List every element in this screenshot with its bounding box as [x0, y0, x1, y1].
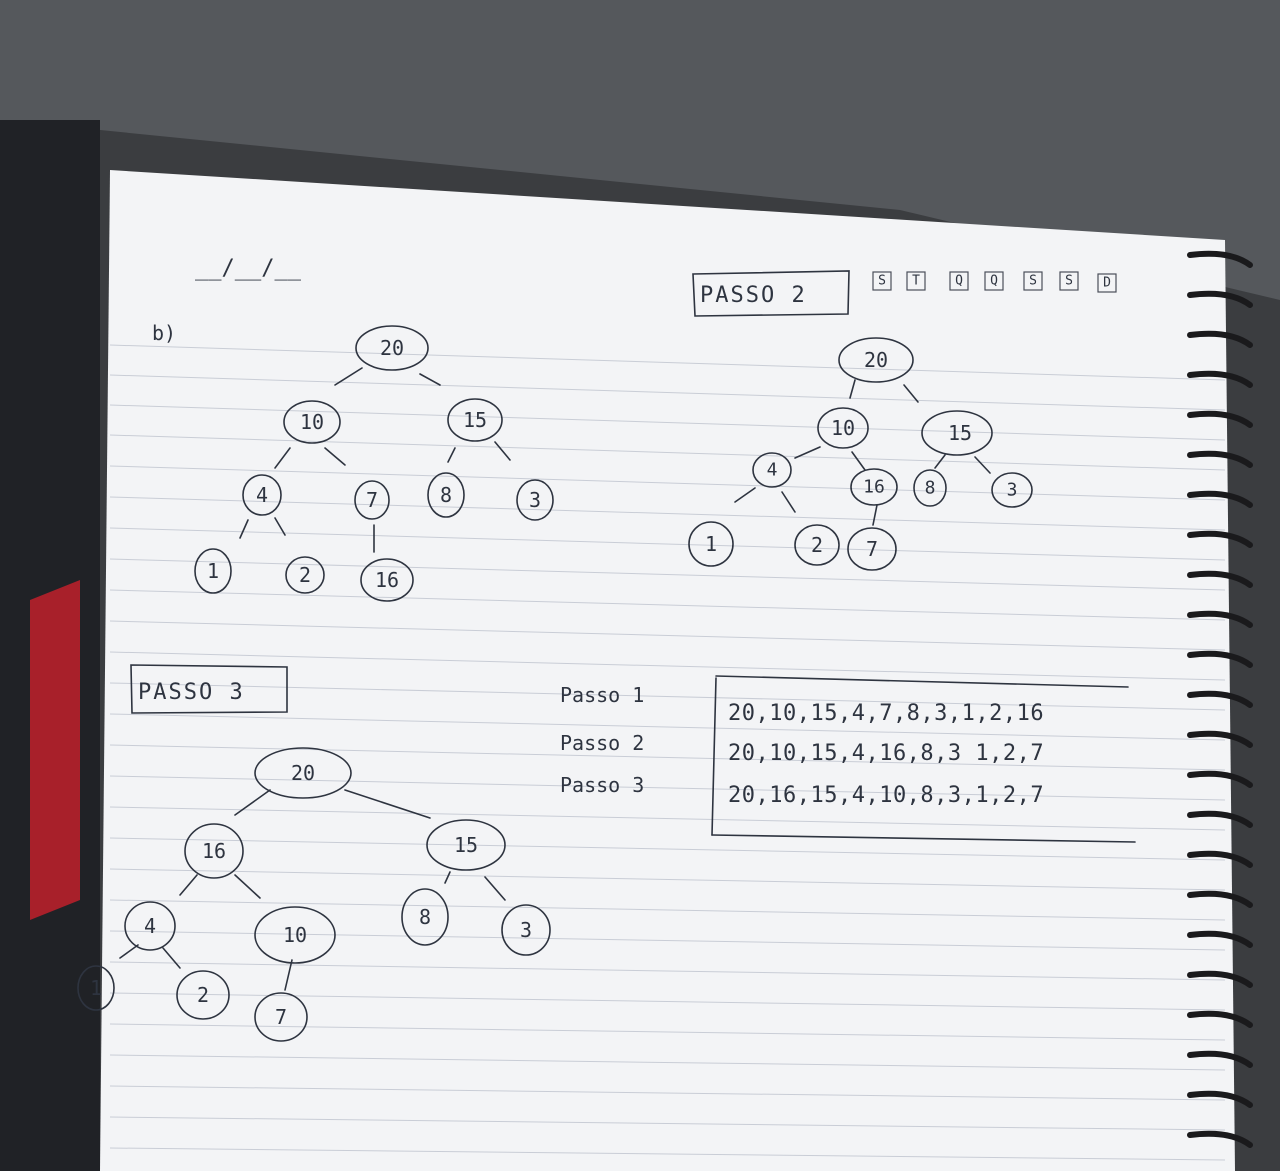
step2-label-rr: 3 [1007, 480, 1018, 501]
step2-node-rr [991, 472, 1033, 508]
tree-initial-label-lr: 7 [366, 488, 378, 512]
weekday-box-s3: S [1065, 274, 1073, 289]
step2-title: PASSO 2 [700, 283, 807, 308]
step2-node-root [838, 337, 914, 383]
summary-row-3-sequence: 20,16,15,4,10,8,3,1,2,7 [728, 783, 1044, 808]
step2-node-lll [688, 521, 734, 567]
tree-initial-label-llr: 2 [299, 563, 311, 587]
notebook-page [100, 170, 1235, 1171]
step3-node-lrl [254, 992, 308, 1042]
step3-node-lr [254, 906, 336, 964]
weekday-box-q1: Q [955, 274, 963, 289]
step3-title-box [130, 664, 288, 714]
tree-initial-label-lll: 1 [207, 559, 219, 583]
summary-divider [711, 677, 717, 836]
step2-node-lr [850, 468, 898, 506]
step2-label-lrl: 7 [866, 537, 878, 561]
summary-row-3-label: Passo 3 [560, 773, 644, 797]
summary-top-rule [715, 675, 1129, 688]
step2-node-llr [794, 524, 840, 566]
tree-initial-label-lrl: 16 [375, 568, 399, 592]
step3-node-ll [124, 901, 176, 951]
tree-initial-node-lrl [360, 558, 414, 602]
tree-initial: 20 10 15 4 7 8 3 1 2 16 [194, 325, 554, 602]
weekday-box-s2: S [1029, 274, 1037, 289]
tree-initial-node-llr [285, 556, 325, 594]
step3-node-lll [77, 965, 115, 1011]
step3-node-rl [401, 888, 449, 946]
step3-node-root [254, 747, 352, 799]
spiral-binding [1187, 250, 1253, 1148]
step2-label-root: 20 [864, 348, 888, 372]
step2-node-lrl [847, 527, 897, 571]
tree-initial-node-r [447, 398, 503, 442]
summary-row-2-label: Passo 2 [560, 731, 644, 755]
ruled-lines [109, 344, 1226, 1161]
summary-row-1-sequence: 20,10,15,4,7,8,3,1,2,16 [728, 701, 1044, 726]
step3-label-lr: 10 [283, 923, 307, 947]
weekday-box-q2: Q [990, 274, 998, 289]
weekday-box-d: D [1103, 276, 1111, 291]
step3-title: PASSO 3 [138, 680, 245, 705]
step2-label-rl: 8 [925, 478, 936, 499]
step2-label-ll: 4 [767, 460, 778, 481]
summary-row-1-label: Passo 1 [560, 683, 644, 707]
tree-initial-edges [239, 367, 511, 553]
step3-node-rr [501, 904, 551, 956]
tree-initial-node-rr [516, 479, 554, 521]
tree-initial-node-l [283, 400, 341, 444]
summary-table: Passo 1 20,10,15,4,7,8,3,1,2,16 Passo 2 … [560, 675, 1136, 843]
tree-initial-node-lr [354, 480, 390, 520]
step3-edges [119, 789, 506, 991]
tree-initial-label-root: 20 [380, 336, 404, 360]
step2-label-lr: 16 [863, 477, 885, 498]
step3-label-rl: 8 [419, 905, 431, 929]
step2-node-r [921, 410, 993, 456]
step2-node-rl [913, 469, 947, 507]
step3-node-r [426, 819, 506, 871]
red-cover-stripe [30, 580, 80, 920]
tree-initial-node-ll [242, 474, 282, 516]
date-field: __/__/__ [195, 256, 302, 281]
step2-title-box [692, 270, 850, 317]
tree-initial-node-rl [427, 472, 465, 518]
tree-initial-label-rr: 3 [529, 488, 541, 512]
tree-initial-label-r: 15 [463, 408, 487, 432]
step3-label-rr: 3 [520, 918, 532, 942]
section-label: b) [152, 321, 176, 345]
step2-label-llr: 2 [811, 533, 823, 557]
weekday-boxes [872, 271, 1117, 293]
step3-label-root: 20 [291, 761, 315, 785]
tree-initial-node-lll [194, 548, 232, 594]
step2-node-l [817, 407, 869, 449]
step2-edges [734, 379, 991, 526]
step2-label-lll: 1 [705, 532, 717, 556]
step2-label-l: 10 [831, 416, 855, 440]
step3-label-lrl: 7 [275, 1005, 287, 1029]
tree-initial-label-l: 10 [300, 410, 324, 434]
tree-initial-label-ll: 4 [256, 483, 268, 507]
step3-label-ll: 4 [144, 914, 156, 938]
step3-label-l: 16 [202, 839, 226, 863]
tree-initial-label-rl: 8 [440, 483, 452, 507]
step3-label-r: 15 [454, 833, 478, 857]
step2-node-ll [752, 452, 792, 488]
step3-node-l [184, 823, 244, 879]
tree-initial-node-root [355, 325, 429, 371]
step2-label-r: 15 [948, 421, 972, 445]
weekday-box-s1: S [878, 274, 886, 289]
summary-row-2-sequence: 20,10,15,4,16,8,3 1,2,7 [728, 741, 1044, 766]
step2: PASSO 2 20 10 15 4 16 8 3 1 2 [688, 270, 1033, 571]
laptop-lid [0, 0, 1280, 300]
step3: PASSO 3 20 16 15 4 10 8 3 1 2 [77, 664, 551, 1042]
step3-label-lll: 1 [90, 976, 102, 1000]
summary-bottom-rule [711, 834, 1136, 843]
weekday-box-t: T [912, 274, 920, 289]
step3-node-llr [176, 970, 230, 1020]
step3-label-llr: 2 [197, 983, 209, 1007]
